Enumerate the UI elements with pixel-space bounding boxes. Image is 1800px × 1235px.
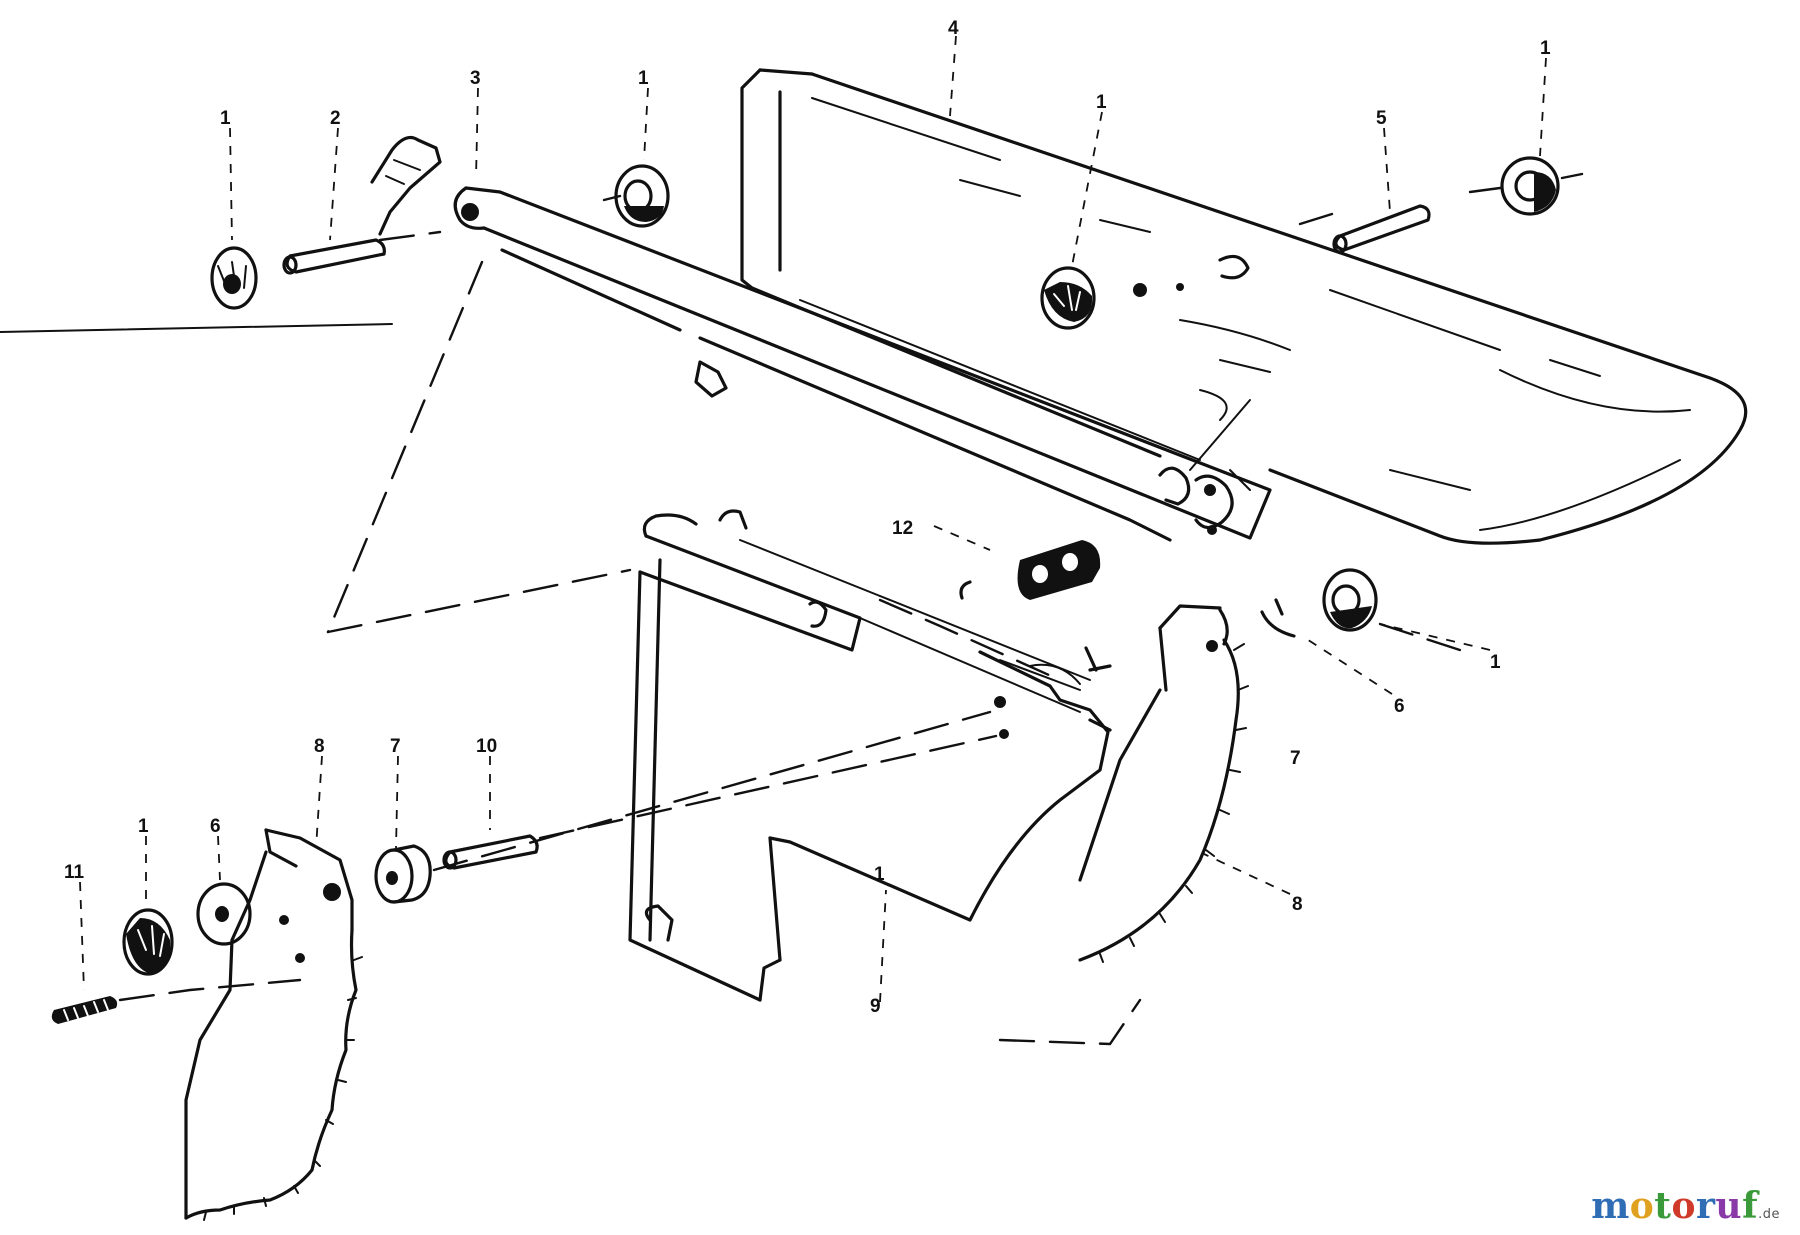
watermark-letter: t — [1654, 1185, 1672, 1227]
callout-label: 1 — [874, 864, 885, 885]
nut-part — [1500, 156, 1560, 216]
watermark-letter: o — [1671, 1185, 1696, 1227]
callout-label: 1 — [1540, 38, 1551, 59]
nut-part — [210, 246, 258, 310]
pin-part — [282, 238, 386, 275]
callout-label: 8 — [314, 736, 325, 757]
callout-label: 10 — [476, 736, 497, 757]
callout-label: 1 — [220, 108, 231, 129]
assembly-lines — [0, 172, 1584, 1046]
watermark-letters: motoruf — [1591, 1185, 1758, 1227]
watermark-letter: m — [1591, 1185, 1630, 1227]
nut-part — [1040, 266, 1096, 330]
callout-label: 11 — [64, 862, 85, 883]
splitter-arm-part — [453, 186, 1272, 542]
motoruf-watermark-logo: motoruf.de — [1591, 1185, 1780, 1227]
callout-label: 4 — [948, 18, 959, 39]
watermark-letter: o — [1629, 1185, 1655, 1227]
watermark-suffix: .de — [1758, 1207, 1780, 1222]
callout-label: 1 — [638, 68, 649, 89]
callout-label: 1 — [1096, 92, 1107, 113]
callout-label: 7 — [1290, 748, 1301, 769]
callout-label: 6 — [1394, 696, 1405, 717]
riving-bracket-part — [628, 509, 1112, 1002]
callout-label: 6 — [210, 816, 221, 837]
callout-label: 3 — [470, 68, 481, 89]
callout-labels: 1 2 3 1 4 1 5 1 12 1 6 7 8 8 7 10 1 6 11… — [64, 18, 1551, 1017]
nut-part — [1322, 568, 1378, 632]
callout-label: 5 — [1376, 108, 1387, 129]
saw-blade-arc — [1078, 604, 1249, 963]
callout-label: 1 — [1490, 652, 1501, 673]
callout-label: 8 — [1292, 894, 1303, 915]
pin-part — [1332, 204, 1431, 254]
watermark-letter: u — [1715, 1185, 1743, 1227]
callout-label: 1 — [138, 816, 149, 837]
spacer-part — [374, 844, 432, 904]
callout-label: 2 — [330, 108, 341, 129]
blade-guard-part — [740, 68, 1748, 545]
pin-part — [442, 834, 539, 870]
watermark-letter: f — [1742, 1185, 1759, 1227]
callout-label: 9 — [870, 996, 881, 1017]
pin-part — [51, 996, 118, 1024]
nut-part — [614, 164, 670, 228]
leader-lines — [79, 35, 1547, 1003]
anti-kickback-pawl-top — [370, 136, 442, 236]
watermark-letter: r — [1695, 1185, 1716, 1227]
lock-knob-part — [959, 540, 1101, 600]
callout-label: 12 — [892, 518, 913, 539]
nut-part — [122, 908, 174, 976]
washer-part — [196, 882, 252, 946]
callout-label: 7 — [390, 736, 401, 757]
anti-kickback-pawl-bottom — [184, 828, 363, 1221]
